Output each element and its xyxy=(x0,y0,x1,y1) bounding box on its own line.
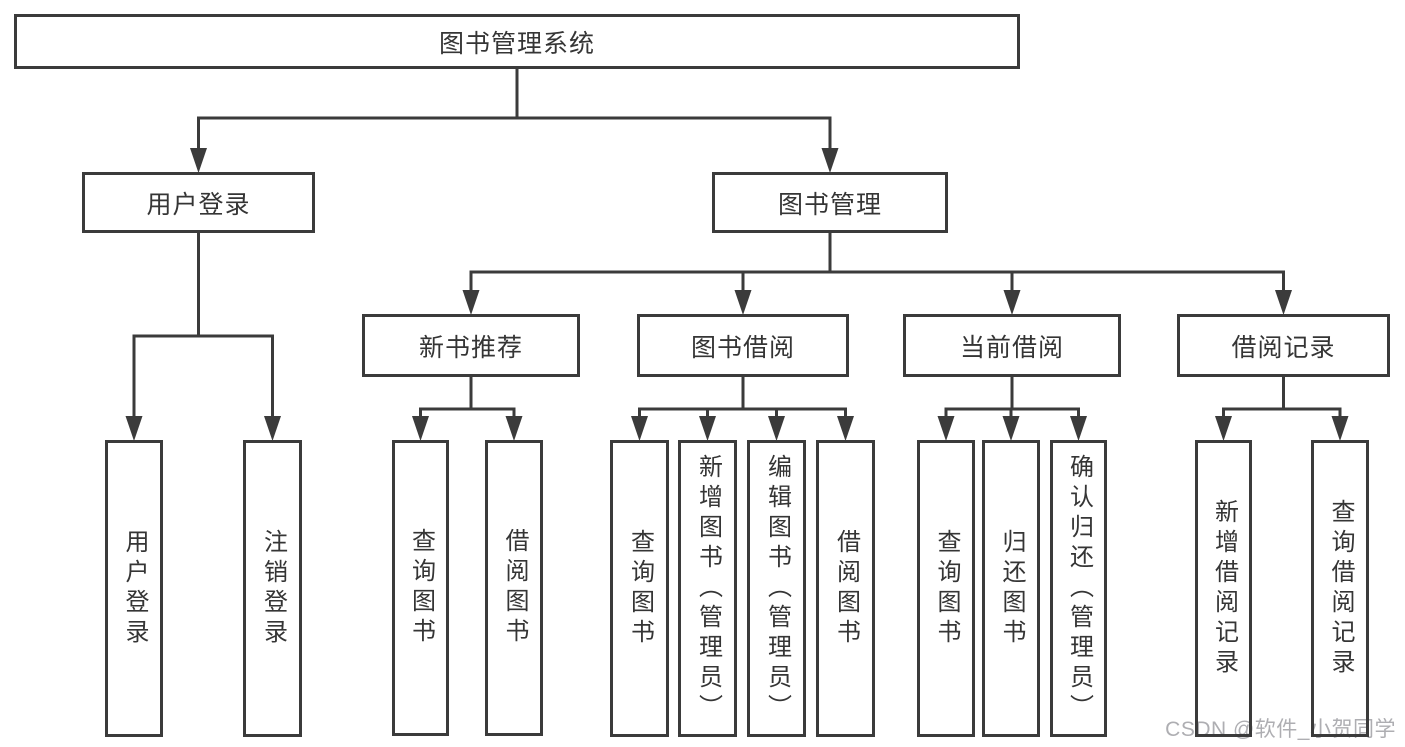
node-cb-query-book: 查询图书 xyxy=(917,440,975,737)
node-bb-add-book: 新增图书（管理员） xyxy=(678,440,737,737)
node-new-book-rec: 新书推荐 xyxy=(362,314,580,377)
node-bb-borrow-book: 借阅图书 xyxy=(816,440,875,737)
node-logout-action: 注销登录 xyxy=(243,440,302,737)
node-br-add-record: 新增借阅记录 xyxy=(1195,440,1252,737)
node-br-query-record: 查询借阅记录 xyxy=(1311,440,1369,737)
arrowhead-icon xyxy=(821,148,839,173)
node-bb-edit-book: 编辑图书（管理员） xyxy=(747,440,806,737)
node-cb-return-book: 归还图书 xyxy=(982,440,1040,737)
arrowhead-icon xyxy=(1215,416,1232,441)
node-current-borrow: 当前借阅 xyxy=(903,314,1121,377)
arrowhead-icon xyxy=(462,290,480,315)
node-root: 图书管理系统 xyxy=(14,14,1020,69)
arrowhead-icon xyxy=(837,416,854,441)
arrowhead-icon xyxy=(699,416,716,441)
arrowhead-icon xyxy=(937,416,955,441)
arrowhead-icon xyxy=(1003,290,1021,315)
node-borrow-records: 借阅记录 xyxy=(1177,314,1390,377)
arrowhead-icon xyxy=(1002,416,1020,441)
node-book-borrow: 图书借阅 xyxy=(637,314,849,377)
node-user-login: 用户登录 xyxy=(82,172,315,233)
node-user-login-action: 用户登录 xyxy=(105,440,163,737)
node-nbr-query-book: 查询图书 xyxy=(392,440,449,736)
arrowhead-icon xyxy=(1331,416,1349,441)
arrowhead-icon xyxy=(125,416,143,441)
arrowhead-icon xyxy=(505,416,523,441)
arrowhead-icon xyxy=(190,148,207,173)
arrowhead-icon xyxy=(412,416,429,441)
node-nbr-borrow-book: 借阅图书 xyxy=(485,440,543,736)
node-bb-query-book: 查询图书 xyxy=(610,440,669,737)
node-book-mgmt: 图书管理 xyxy=(712,172,948,233)
arrowhead-icon xyxy=(1275,290,1292,315)
arrowhead-icon xyxy=(1070,416,1087,441)
node-cb-confirm-return: 确认归还（管理员） xyxy=(1050,440,1107,737)
arrowhead-icon xyxy=(768,416,785,441)
arrowhead-icon xyxy=(631,416,648,441)
arrowhead-icon xyxy=(264,416,281,441)
arrowhead-icon xyxy=(734,290,752,315)
